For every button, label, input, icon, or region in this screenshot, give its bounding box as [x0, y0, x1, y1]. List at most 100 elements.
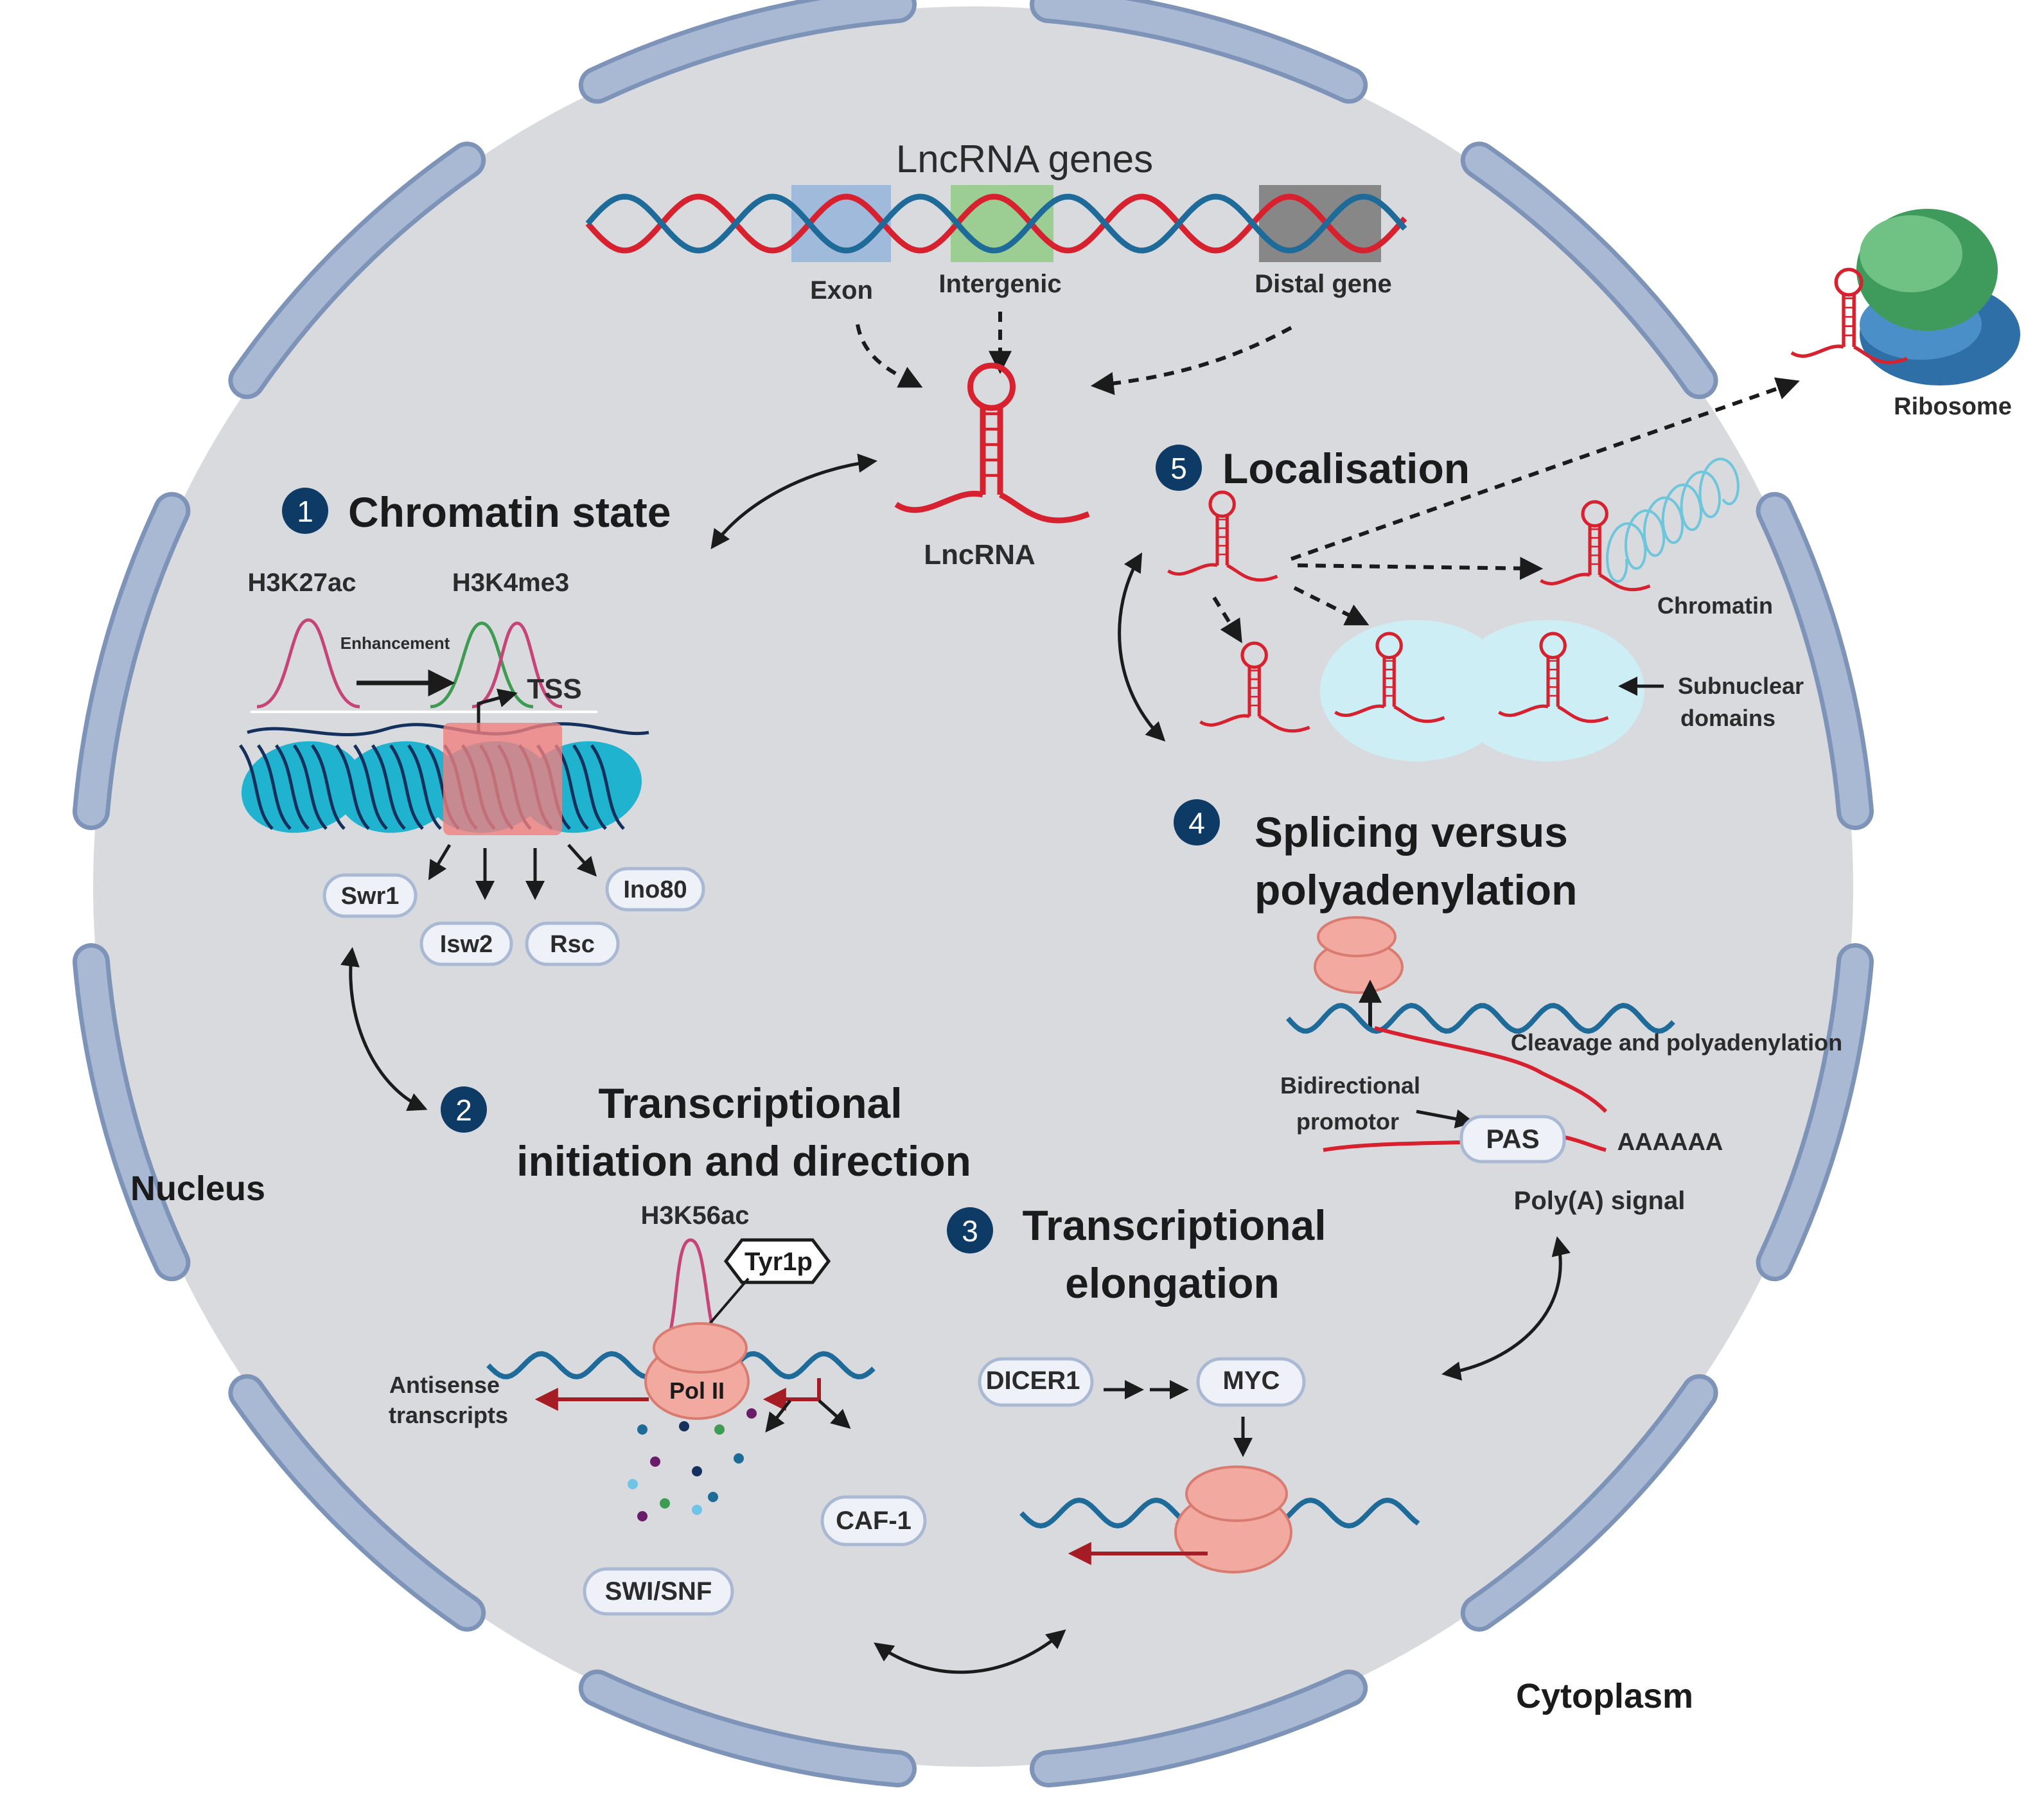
arrow-to-swisnf	[765, 1399, 791, 1433]
complex-isw2: Isw2	[419, 921, 513, 966]
antisense-label-line1: Antisense	[389, 1372, 500, 1398]
antisense-label-line2: transcripts	[389, 1402, 508, 1428]
step-2-badge	[441, 1086, 487, 1133]
nucleotide-particle	[692, 1505, 702, 1515]
arrow-exon-to-lncrna	[856, 324, 923, 388]
dna-wrap	[238, 744, 274, 830]
dna-wrap	[292, 744, 328, 830]
tyr1p-hexagon	[723, 1238, 831, 1284]
step-2-title-line1: Transcriptional	[598, 1079, 902, 1127]
pol2-elongation	[1174, 1465, 1292, 1573]
step-4-badge	[1174, 799, 1220, 845]
dna-splicing	[1286, 1002, 1675, 1034]
chromatin-arrow-swr1	[428, 844, 452, 881]
nucleotide-particle	[692, 1466, 702, 1476]
nucleotide-particle	[660, 1498, 670, 1509]
dna-wrap	[310, 744, 346, 830]
tyr1p-label: Tyr1p	[744, 1248, 813, 1276]
step-2-title-line2: initiation and direction	[516, 1137, 971, 1185]
rsc-label: Rsc	[550, 931, 595, 958]
step-2-number: 2	[455, 1093, 472, 1127]
membrane-segment	[76, 947, 186, 1277]
swr1-label: Swr1	[341, 883, 400, 910]
distal-gene-label: Distal gene	[1255, 270, 1391, 298]
diagram-title: LncRNA genes	[896, 137, 1153, 181]
nucleotide-particle	[628, 1479, 638, 1489]
dna-wrap	[572, 744, 607, 830]
dna-wrap	[274, 744, 310, 830]
nucleus	[72, 0, 1874, 1788]
exon-label: Exon	[810, 276, 873, 305]
arrow-to-caf1	[818, 1399, 851, 1429]
step-4-title-line1: Splicing versus	[1255, 808, 1568, 856]
step-5-title: Localisation	[1222, 445, 1470, 492]
dna-wrap	[389, 744, 424, 830]
pol2-initiation	[644, 1322, 750, 1420]
membrane-segment	[1034, 1674, 1364, 1784]
complex-ino80: Ino80	[605, 867, 705, 912]
complex-caf1: CAF-1	[820, 1495, 927, 1546]
complex-myc: MYC	[1196, 1357, 1306, 1407]
complex-swisnf: SWI/SNF	[583, 1567, 734, 1616]
step-4-title-line2: polyadenylation	[1255, 866, 1577, 914]
nucleotide-particle	[708, 1492, 718, 1502]
nucleotide-particle	[637, 1511, 648, 1521]
step-3-badge	[947, 1207, 993, 1253]
arrow-bidirectional-pas	[1416, 1109, 1475, 1129]
step-3-title-line1: Transcriptional	[1022, 1201, 1326, 1249]
ino80-label: Ino80	[623, 876, 687, 903]
lncrna-gene-dna	[585, 185, 1407, 262]
complex-rsc: Rsc	[525, 921, 620, 966]
nucleotide-particles	[628, 1408, 757, 1521]
chromatin-localisation-label: Chromatin	[1657, 592, 1773, 619]
isw2-label: Isw2	[440, 931, 493, 958]
pas-label: PAS	[1486, 1124, 1539, 1154]
ribosome-label: Ribosome	[1894, 393, 2012, 420]
h3k27ac-label: H3K27ac	[247, 569, 356, 597]
complex-swr1: Swr1	[322, 873, 418, 918]
dna-wrap	[371, 744, 406, 830]
intergenic-label: Intergenic	[938, 270, 1061, 298]
membrane-segment	[1760, 947, 1870, 1277]
dicer1-label: DICER1	[986, 1367, 1080, 1395]
membrane-segment	[583, 1674, 913, 1784]
arrow-initiation-elongation	[874, 1629, 1066, 1674]
polya-signal-label: Poly(A) signal	[1514, 1187, 1686, 1215]
membrane-segment	[1465, 1378, 1714, 1627]
enhancement-label: Enhancement	[340, 633, 450, 653]
nucleotide-particle	[714, 1424, 725, 1435]
complex-dicer1: DICER1	[978, 1357, 1094, 1407]
dna-wrap	[256, 744, 292, 830]
arrow-chromatin-initiation	[340, 947, 428, 1111]
tss-highlight	[443, 723, 562, 835]
membrane-segment	[1760, 496, 1870, 826]
arrow-localisation-splicing	[1118, 552, 1166, 742]
tss-label: TSS	[527, 673, 582, 705]
step-3-title-line2: elongation	[1065, 1259, 1280, 1307]
arrow-to-domain	[1293, 586, 1370, 626]
nucleus-area	[93, 6, 1853, 1767]
chromatin-coil	[1605, 457, 1740, 583]
dna-wrap	[335, 744, 370, 830]
h3k56ac-label: H3K56ac	[640, 1201, 749, 1230]
dna-strand-blue	[585, 193, 1407, 254]
dna-wrap	[407, 744, 442, 830]
arrow-distal-to-lncrna	[1090, 326, 1292, 395]
pol2-splicing	[1314, 916, 1404, 994]
nucleotide-particle	[637, 1424, 648, 1435]
nucleotide-particle	[746, 1408, 757, 1419]
pas-rna-right	[1564, 1135, 1607, 1152]
pol2-label: Pol II	[669, 1377, 725, 1404]
nucleotide-particle	[679, 1421, 689, 1431]
step-1-badge	[282, 488, 328, 534]
polya-tail-label: AAAAAA	[1617, 1129, 1723, 1156]
arrow-to-chromatin	[1297, 556, 1544, 580]
subnuclear-label-line2: domains	[1680, 705, 1775, 731]
sense-arrow	[762, 1378, 821, 1411]
dna-wrap	[353, 744, 388, 830]
membrane-segment	[233, 146, 482, 395]
myc-label: MYC	[1223, 1367, 1280, 1395]
chromatin-arrow-ino80	[567, 844, 597, 877]
dna-strand-red	[585, 193, 1407, 254]
